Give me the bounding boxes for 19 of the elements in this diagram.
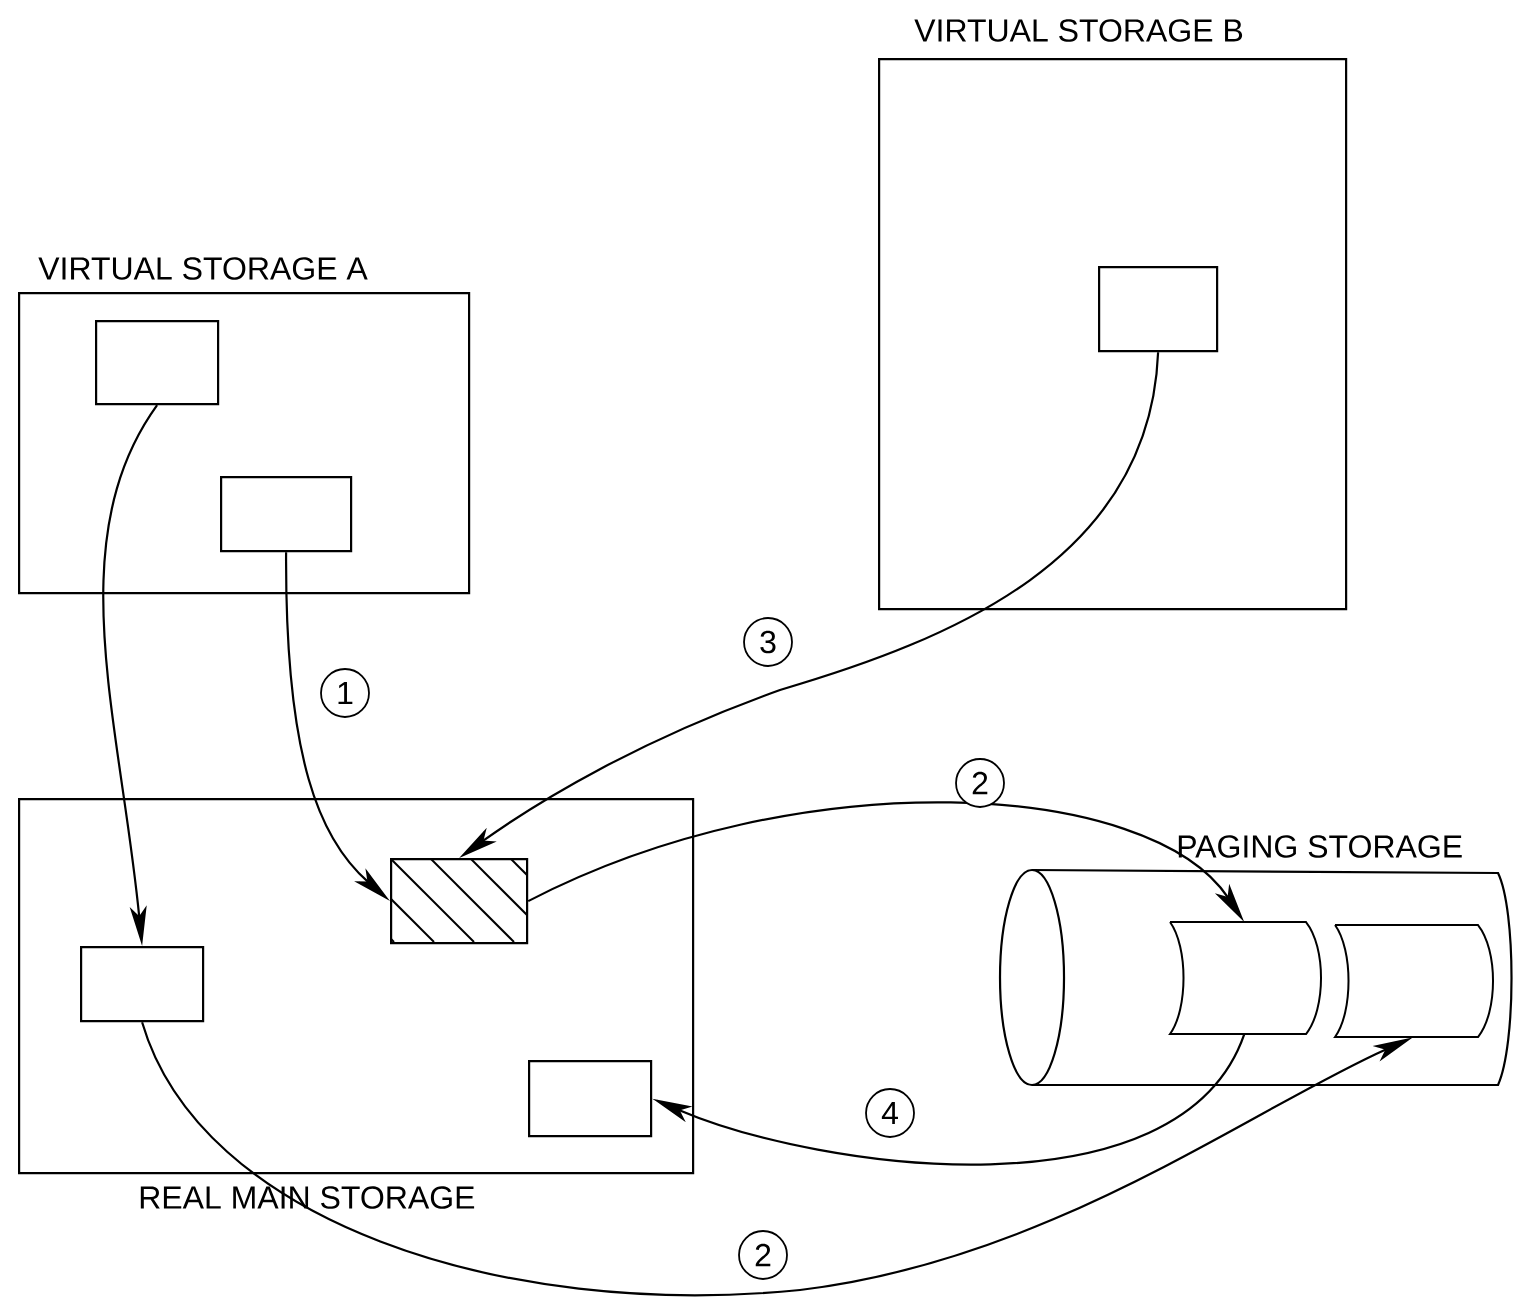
callout-number: 4 [865, 1088, 915, 1138]
memory-block [220, 476, 353, 553]
callout-number: 2 [738, 1230, 788, 1280]
callout-number: 1 [320, 668, 370, 718]
page-slot [1169, 921, 1322, 1035]
memory-block [95, 320, 220, 406]
memory-block [1098, 266, 1219, 353]
page-slot [1334, 924, 1494, 1038]
memory-block [80, 946, 205, 1023]
node-label: PAGING STORAGE [1178, 835, 1462, 858]
storage-box: VIRTUAL STORAGE A [18, 255, 471, 595]
memory-block [528, 1060, 653, 1138]
cylinder-drawing: PAGING STORAGE [998, 833, 1513, 1087]
node-label: VIRTUAL STORAGE B [914, 19, 1243, 42]
node-label: VIRTUAL STORAGE A [38, 257, 368, 280]
callout-number: 3 [743, 617, 793, 667]
storage-box: VIRTUAL STORAGE B [878, 17, 1348, 611]
callout-number: 2 [955, 758, 1005, 808]
hatched-box [390, 858, 529, 945]
